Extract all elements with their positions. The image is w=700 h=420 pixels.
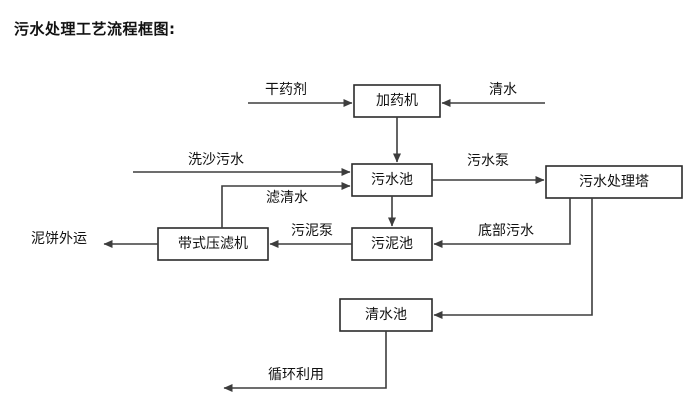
node-box-filter-press[interactable]	[157, 227, 269, 261]
node-box-tower[interactable]	[545, 165, 683, 199]
node-label-clear-pool: 清水池	[365, 307, 407, 323]
page-title: 污水处理工艺流程框图:	[14, 20, 176, 38]
edge-label-sandwash-sewage: 洗沙污水	[188, 152, 244, 168]
edge-bottom-sewage-to-sludge-pool	[433, 198, 571, 248]
edge-label-filtrate: 滤清水	[266, 190, 308, 206]
edge-clear-pool-to-reuse	[223, 331, 387, 392]
edge-label-mudcake-out: 泥饼外运	[31, 231, 87, 247]
edge-label-sewage-pump: 污水泵	[467, 153, 509, 169]
node-label-sewage-pool: 污水池	[371, 172, 413, 188]
node-box-sludge-pool[interactable]	[351, 227, 433, 261]
node-label-dosing: 加药机	[376, 93, 418, 109]
edge-label-bottom-sewage: 底部污水	[478, 223, 534, 239]
node-box-clear-pool[interactable]	[339, 298, 433, 332]
node-label-sludge-pool: 污泥池	[371, 236, 413, 252]
node-label-filter-press: 带式压滤机	[178, 236, 248, 252]
edge-label-clear-water: 清水	[489, 82, 517, 98]
edge-label-recycle-reuse: 循环利用	[268, 367, 324, 383]
node-box-dosing[interactable]	[353, 84, 441, 118]
edge-filtrate-to-sewage-pool	[221, 182, 351, 228]
edge-label-dry-agent: 干药剂	[265, 82, 307, 98]
edge-label-sludge-pump: 污泥泵	[291, 223, 333, 239]
node-label-tower: 污水处理塔	[579, 174, 649, 190]
edge-tower-to-clear-pool	[433, 198, 593, 319]
